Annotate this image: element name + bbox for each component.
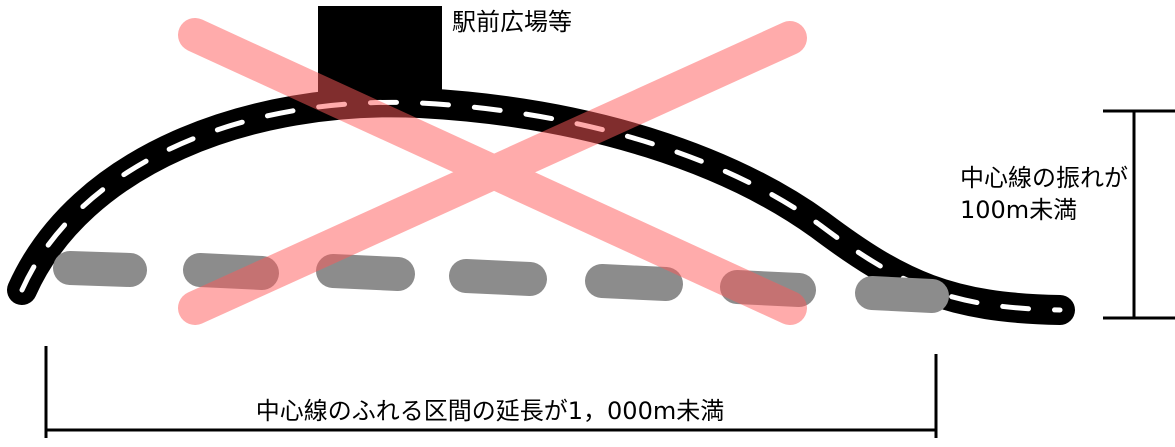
straight-dash: [53, 251, 147, 287]
length-dimension: [44, 346, 938, 438]
length-label: 中心線のふれる区間の延長が1，000m未満: [256, 397, 724, 425]
cross-mark: [178, 18, 807, 325]
straight-dash: [316, 254, 415, 291]
station-plaza-label: 駅前広場等: [452, 8, 572, 36]
deviation-dimension: [1103, 109, 1175, 320]
straight-dash: [585, 264, 683, 301]
straight-dash: [855, 276, 949, 313]
deviation-label-line1: 中心線の振れが: [960, 164, 1128, 192]
cross-stroke: [178, 21, 807, 325]
straight-dash: [449, 259, 547, 296]
deviation-label-line2: 100m未満: [960, 196, 1077, 224]
